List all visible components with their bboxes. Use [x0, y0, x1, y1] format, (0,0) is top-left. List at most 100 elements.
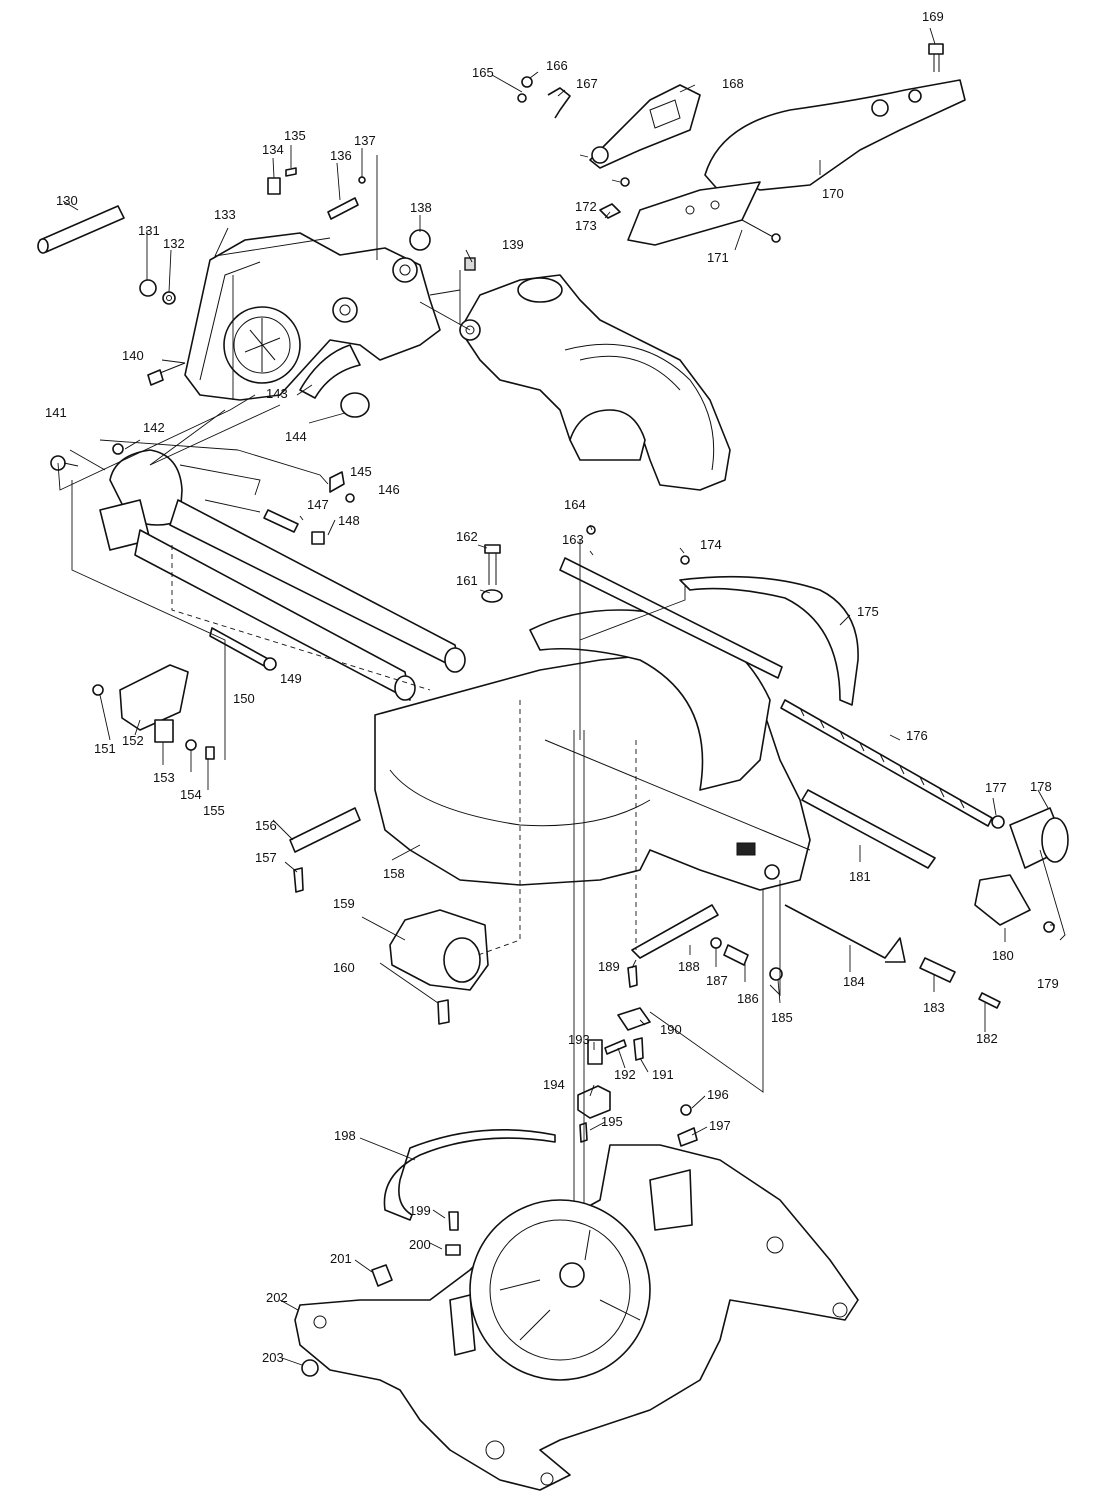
part-170-safety-guard	[704, 79, 966, 193]
label-142: 142	[143, 420, 165, 435]
label-194: 194	[543, 1077, 565, 1092]
label-146: 146	[378, 482, 400, 497]
part-165-168-link-parts	[517, 76, 701, 169]
label-197: 197	[709, 1118, 731, 1133]
label-172: 172	[575, 199, 597, 214]
label-159: 159	[333, 896, 355, 911]
part-177-178-knob	[991, 807, 1069, 869]
label-135: 135	[284, 128, 306, 143]
label-151: 151	[94, 741, 116, 756]
label-177: 177	[985, 780, 1007, 795]
part-202-base	[294, 1144, 859, 1491]
label-192: 192	[614, 1067, 636, 1082]
label-202: 202	[266, 1290, 288, 1305]
label-196: 196	[707, 1087, 729, 1102]
label-189: 189	[598, 959, 620, 974]
part-141-148-small-parts	[50, 443, 355, 545]
label-143: 143	[266, 386, 288, 401]
label-145: 145	[350, 464, 372, 479]
label-157: 157	[255, 850, 277, 865]
label-185: 185	[771, 1010, 793, 1025]
label-136: 136	[330, 148, 352, 163]
label-171: 171	[707, 250, 729, 265]
label-174: 174	[700, 537, 722, 552]
label-132: 132	[163, 236, 185, 251]
assembly-lines	[477, 700, 637, 1270]
label-155: 155	[203, 803, 225, 818]
label-161: 161	[456, 573, 478, 588]
part-182-187-springs-pins	[710, 904, 1001, 1009]
label-144: 144	[285, 429, 307, 444]
part-151-155-stopper	[92, 664, 215, 760]
label-168: 168	[722, 76, 744, 91]
part-198-ring	[383, 1129, 556, 1221]
label-160: 160	[333, 960, 355, 975]
part-171-screw	[741, 219, 781, 243]
part-163-175-fence-parts	[559, 525, 859, 706]
part-188-195-lock-parts	[577, 904, 719, 1143]
label-141: 141	[45, 405, 67, 420]
label-140: 140	[122, 348, 144, 363]
label-139: 139	[502, 237, 524, 252]
label-180: 180	[992, 948, 1014, 963]
part-176-threaded-rod	[780, 699, 993, 827]
label-198: 198	[334, 1128, 356, 1143]
label-130: 130	[56, 193, 78, 208]
label-153: 153	[153, 770, 175, 785]
label-154: 154	[180, 787, 202, 802]
label-195: 195	[601, 1114, 623, 1129]
part-130-rod	[37, 205, 125, 254]
label-131: 131	[138, 223, 160, 238]
label-173: 173	[575, 218, 597, 233]
label-148: 148	[338, 513, 360, 528]
label-187: 187	[706, 973, 728, 988]
label-184: 184	[843, 974, 865, 989]
label-193: 193	[568, 1032, 590, 1047]
leader-lines	[57, 27, 1066, 1366]
part-199-203-small-parts	[301, 1211, 461, 1377]
label-163: 163	[562, 532, 584, 547]
part-guard-bracket	[627, 181, 761, 246]
part-140-bolt	[147, 362, 186, 386]
part-133-housing	[184, 232, 441, 401]
label-183: 183	[923, 1000, 945, 1015]
label-179: 179	[1037, 976, 1059, 991]
part-161-162-washer-bolt	[481, 544, 503, 603]
part-159-160-holder-bolt	[389, 909, 489, 1025]
label-186: 186	[737, 991, 759, 1006]
label-176: 176	[906, 728, 928, 743]
label-190: 190	[660, 1022, 682, 1037]
label-181: 181	[849, 869, 871, 884]
part-slide-rails	[99, 449, 466, 701]
part-169-bolt	[928, 43, 944, 72]
label-156: 156	[255, 818, 277, 833]
label-164: 164	[564, 497, 586, 512]
label-137: 137	[354, 133, 376, 148]
label-162: 162	[456, 529, 478, 544]
label-199: 199	[409, 1203, 431, 1218]
label-158: 158	[383, 866, 405, 881]
part-143-144-guard-plates	[299, 344, 370, 418]
part-158-turntable	[374, 609, 811, 891]
label-175: 175	[857, 604, 879, 619]
label-182: 182	[976, 1031, 998, 1046]
part-172-173-washer-knob	[599, 177, 630, 219]
label-170: 170	[822, 186, 844, 201]
label-133: 133	[214, 207, 236, 222]
label-165: 165	[472, 65, 494, 80]
part-139-set-screw	[464, 257, 476, 271]
label-169: 169	[922, 9, 944, 24]
label-147: 147	[307, 497, 329, 512]
label-166: 166	[546, 58, 568, 73]
label-150: 150	[233, 691, 255, 706]
label-138: 138	[410, 200, 432, 215]
part-179-181-grip-pipe	[801, 789, 1055, 933]
part-196-197-screw-pointer	[677, 1104, 698, 1147]
label-134: 134	[262, 142, 284, 157]
part-blade-case	[459, 274, 731, 491]
label-191: 191	[652, 1067, 674, 1082]
label-200: 200	[409, 1237, 431, 1252]
label-188: 188	[678, 959, 700, 974]
label-149: 149	[280, 671, 302, 686]
